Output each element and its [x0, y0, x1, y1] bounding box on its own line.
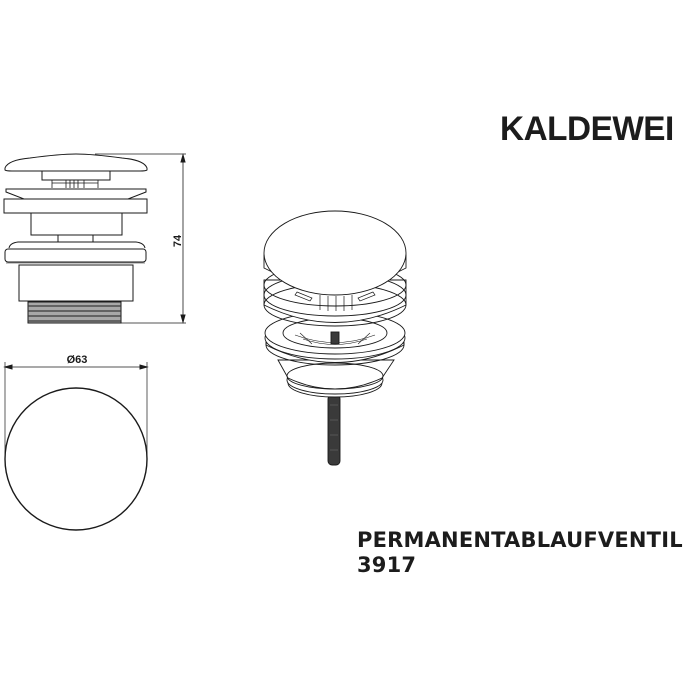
- body-lower: [18, 264, 134, 302]
- threaded-rod: [327, 394, 341, 466]
- diameter-dimension-label: Ø63: [67, 354, 88, 366]
- body-upper: [30, 212, 123, 236]
- cap-outline-circle: [4, 387, 148, 531]
- neck: [57, 234, 94, 243]
- arrow-top: [180, 153, 186, 163]
- upper-flange: [5, 188, 147, 200]
- thread: [27, 301, 122, 324]
- thread-lines: [28, 305, 121, 322]
- top-view-drawing: [3, 362, 149, 531]
- collar: [3, 198, 148, 214]
- arrow-left: [3, 364, 13, 370]
- arrow-bottom: [180, 314, 186, 324]
- cap-dome: [4, 153, 148, 172]
- cap-top: [263, 210, 407, 296]
- product-name: PERMANENTABLAUFVENTIL: [357, 528, 683, 552]
- mechanism-pins: [51, 180, 99, 188]
- lower-flange: [4, 248, 147, 263]
- cap-stem: [41, 170, 111, 181]
- brand-logo: KALDEWEI: [500, 110, 674, 148]
- lower-flange-top: [8, 241, 146, 249]
- isometric-view-drawing: [263, 210, 407, 466]
- side-view-drawing: [3, 153, 186, 324]
- product-number: 3917: [357, 553, 417, 577]
- height-dimension-label: 74: [172, 234, 184, 247]
- arrow-right: [139, 364, 149, 370]
- product-title-block: PERMANENTABLAUFVENTIL 3917: [357, 528, 683, 578]
